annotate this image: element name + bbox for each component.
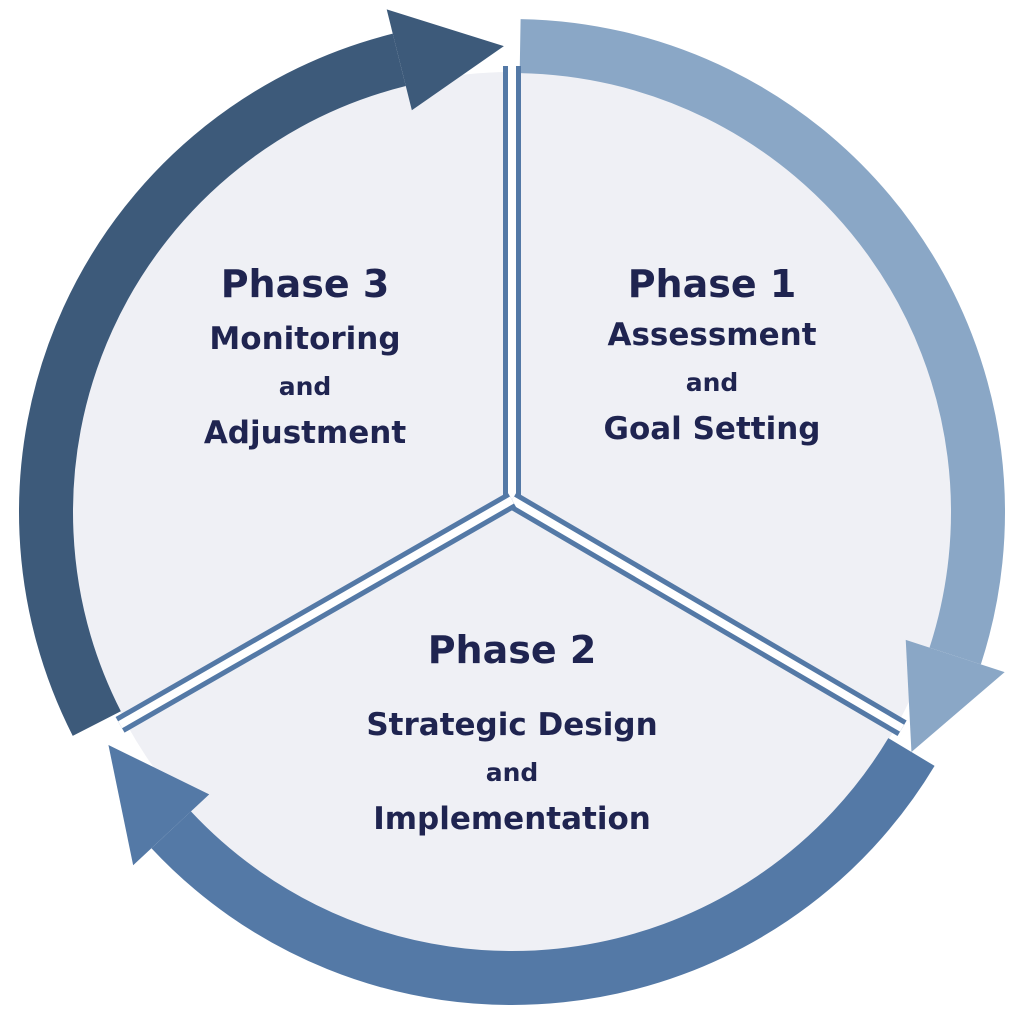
- phase-2-and: and: [485, 758, 539, 787]
- phase-1-line2: Goal Setting: [603, 411, 821, 447]
- phase-3-arrowhead-icon: [386, 9, 504, 111]
- phase-2-title: Phase 2: [427, 628, 597, 672]
- phase-2-line1: Strategic Design: [366, 707, 658, 743]
- divider-gap-3: [118, 496, 514, 729]
- phase-1-label: Phase 1 Assessment and Goal Setting: [604, 262, 821, 453]
- phase-1-arrowhead-icon: [905, 639, 1005, 753]
- phase-2-arrowhead-icon: [108, 745, 210, 866]
- phase-1-and: and: [685, 368, 739, 397]
- phase-3-label: Phase 3 Monitoring and Adjustment: [204, 262, 406, 457]
- phase-2-label: Phase 2 Strategic Design and Implementat…: [366, 628, 657, 843]
- phase-1-arc: [519, 19, 1005, 665]
- phase-2-arc: [151, 738, 935, 1005]
- phase-3-title: Phase 3: [220, 262, 390, 306]
- phase-3-line1: Monitoring: [209, 321, 401, 357]
- inner-disk: [72, 72, 952, 952]
- phase-3-and: and: [278, 372, 332, 401]
- phase-1-title: Phase 1: [627, 262, 797, 306]
- phase-3-line2: Adjustment: [203, 415, 407, 451]
- phase-1-line1: Assessment: [607, 317, 817, 353]
- phase-2-line2: Implementation: [373, 801, 651, 837]
- divider-gap-2: [509, 496, 905, 732]
- phase-3-arc: [19, 33, 406, 736]
